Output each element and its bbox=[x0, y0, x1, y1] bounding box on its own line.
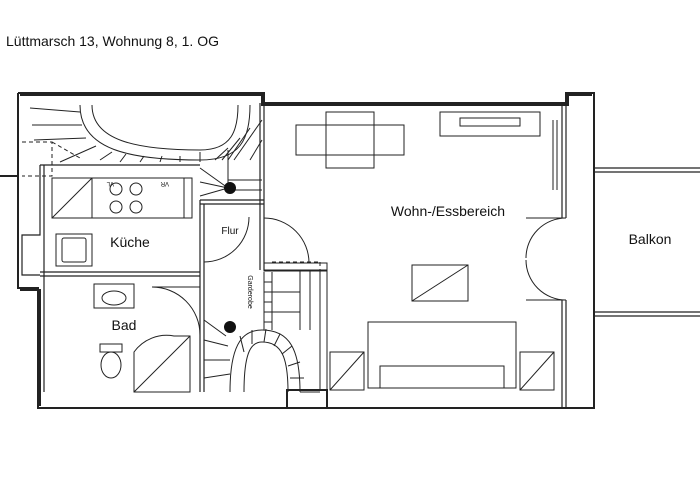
kitchen-counter bbox=[51, 177, 193, 267]
room-label-bath: Bad bbox=[112, 317, 137, 333]
ceiling-light-upper bbox=[224, 182, 236, 194]
bath-shower bbox=[133, 334, 191, 393]
interior-walls bbox=[21, 103, 567, 408]
room-label-hall: Flur bbox=[221, 226, 239, 237]
sofa bbox=[367, 321, 517, 389]
hall-door bbox=[263, 217, 310, 264]
coffee-table bbox=[411, 264, 469, 302]
staircase-handrail-dashed bbox=[22, 141, 81, 177]
stove-label-front-left: VL bbox=[106, 180, 114, 186]
room-label-balcony: Balkon bbox=[629, 231, 672, 247]
dining-table bbox=[295, 111, 405, 169]
room-label-wardrobe: Garderobe bbox=[246, 275, 253, 309]
bath-toilet bbox=[99, 343, 123, 379]
balcony-railing bbox=[594, 167, 700, 317]
stove-labels: VL VR bbox=[106, 180, 169, 186]
sideboard bbox=[439, 111, 541, 137]
lower-staircase bbox=[203, 262, 328, 393]
stove-label-front-right: VR bbox=[160, 180, 169, 186]
armchair-left bbox=[329, 351, 365, 391]
lower-stair-dashed bbox=[272, 261, 321, 380]
exterior-walls bbox=[0, 92, 595, 409]
bath-sink bbox=[93, 283, 135, 309]
stove-top bbox=[109, 182, 143, 214]
kitchen-door bbox=[203, 216, 250, 263]
bath-door bbox=[151, 286, 201, 336]
window-right-living bbox=[552, 120, 558, 190]
room-label-kitchen: Küche bbox=[110, 234, 150, 250]
balcony-door bbox=[525, 217, 567, 301]
room-label-living: Wohn-/Essbereich bbox=[391, 203, 505, 219]
upper-staircase bbox=[29, 104, 263, 197]
floorplan-title: Lüttmarsch 13, Wohnung 8, 1. OG bbox=[6, 33, 219, 49]
ceiling-light-lower bbox=[224, 321, 236, 333]
armchair-right bbox=[519, 351, 555, 391]
